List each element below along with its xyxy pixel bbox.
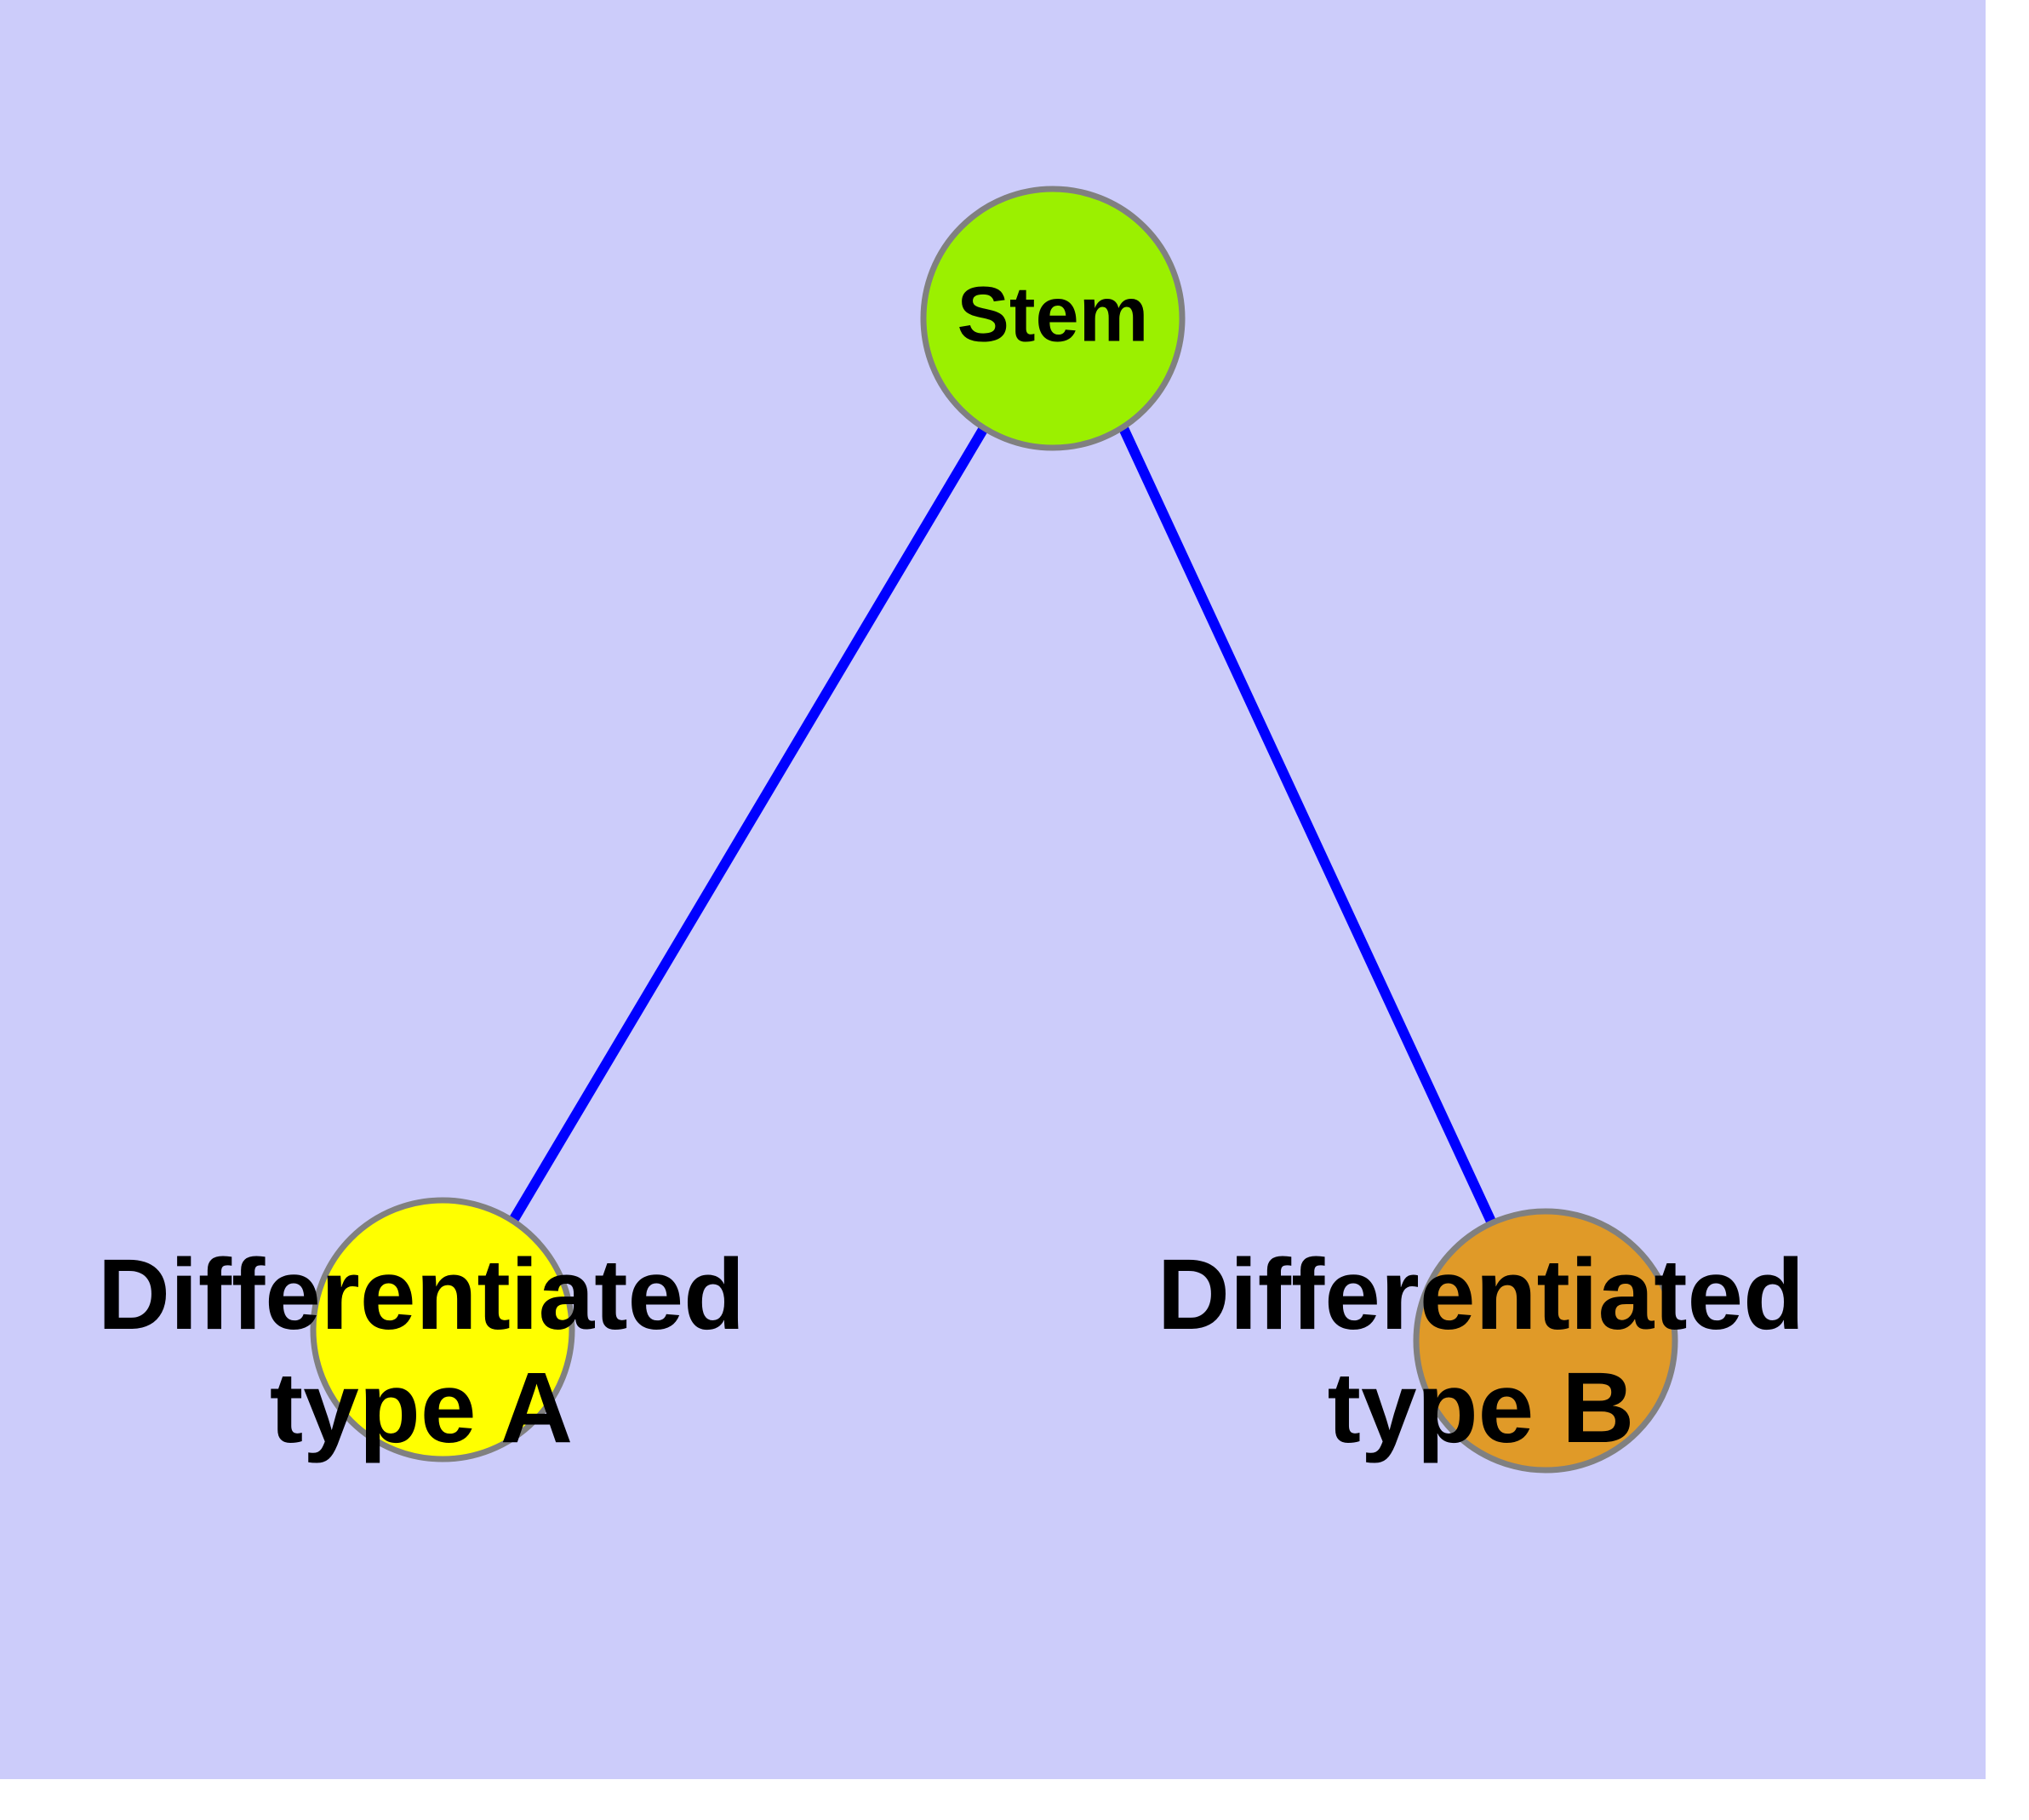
node-stem[interactable] <box>920 186 1186 451</box>
node-diff-a-label: Differentiated type A <box>98 1239 746 1464</box>
node-diff-a[interactable] <box>310 1197 575 1462</box>
node-stem-label: Stem <box>957 271 1149 358</box>
node-diff-a-circle[interactable] <box>310 1197 575 1462</box>
node-diff-b[interactable] <box>1413 1208 1678 1474</box>
node-stem-circle[interactable] <box>920 186 1186 451</box>
node-diff-b-label-line1: Differentiated <box>1157 1239 1805 1351</box>
node-layer <box>310 186 1678 1474</box>
node-diff-a-label-line1: Differentiated <box>98 1239 746 1351</box>
node-diff-b-label-line2: type B <box>1328 1352 1635 1464</box>
edge-layer <box>506 425 1497 1227</box>
edge-stem-to-diff-b[interactable] <box>1118 426 1497 1226</box>
node-diff-b-label: Differentiated type B <box>1157 1239 1805 1464</box>
node-diff-b-circle[interactable] <box>1413 1208 1678 1474</box>
edge-stem-to-diff-a[interactable] <box>506 425 989 1227</box>
node-diff-a-label-line2: type A <box>270 1352 573 1464</box>
label-layer: Stem Differentiated type A Differentiate… <box>98 271 1805 1464</box>
